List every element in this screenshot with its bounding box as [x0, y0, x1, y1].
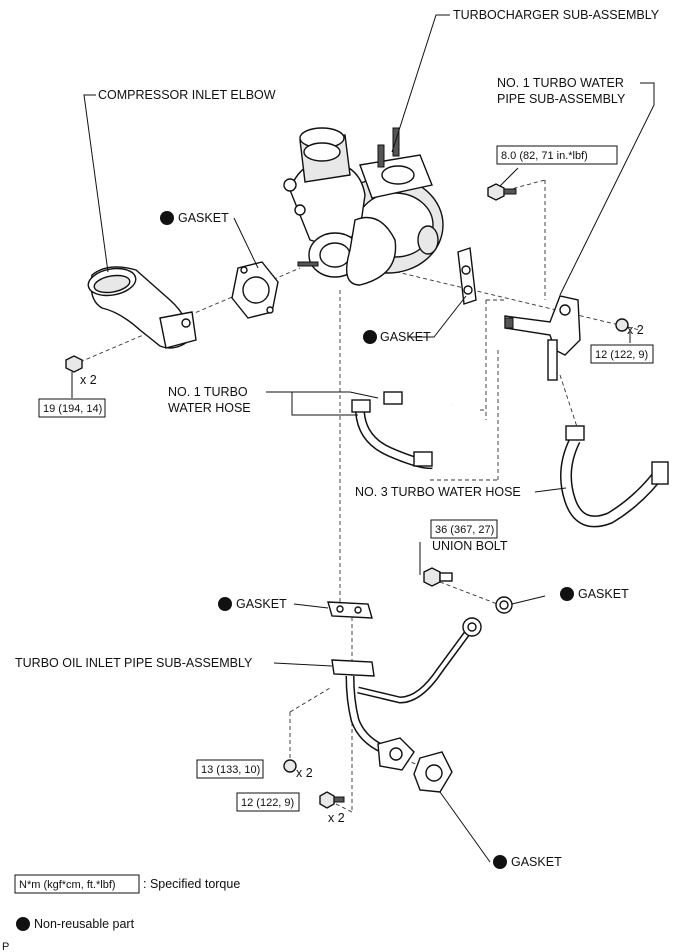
- nonreusable-dot: [493, 855, 507, 869]
- torque-water-pipe-bolt: 8.0 (82, 71 in.*lbf): [501, 150, 588, 162]
- qty-oil-pipe-bolt: x 2: [328, 811, 345, 825]
- torque-water-pipe-nut: 12 (122, 9): [595, 349, 648, 361]
- torque-boxes: 8.0 (82, 71 in.*lbf) 12 (122, 9) 19 (194…: [38, 145, 654, 812]
- water-pipe-gasket: [457, 247, 477, 305]
- label-union-bolt: UNION BOLT: [432, 539, 508, 553]
- label-oil-inlet-pipe: TURBO OIL INLET PIPE SUB-ASSEMBLY: [15, 656, 253, 670]
- water-pipe-nut: [615, 318, 629, 332]
- nonreusable-dot: [560, 587, 574, 601]
- oil-pipe-union-gasket: [495, 596, 513, 614]
- label-gasket-water: GASKET: [380, 330, 431, 344]
- label-water-hose1-line2: WATER HOSE: [168, 401, 251, 415]
- elbow-gasket: [231, 261, 279, 319]
- compressor-inlet-elbow: [87, 266, 197, 349]
- elbow-nut: [65, 355, 83, 373]
- label-gasket-bottom: GASKET: [511, 855, 562, 869]
- oil-pipe-nut: [283, 759, 297, 773]
- nonreusable-dot: [363, 330, 377, 344]
- qty-elbow-nut: x 2: [80, 373, 97, 387]
- no3-turbo-water-hose: [560, 425, 669, 528]
- nonreusable-dot: [218, 597, 232, 611]
- torque-oil-pipe-bolt: 12 (122, 9): [241, 797, 294, 809]
- leader-lines: [71, 14, 655, 863]
- legend-nonreusable: Non-reusable part: [34, 917, 135, 931]
- water-pipe-bolt: [487, 183, 517, 201]
- text-labels: TURBOCHARGER SUB-ASSEMBLY COMPRESSOR INL…: [15, 8, 660, 869]
- label-gasket-oil-inlet: GASKET: [236, 597, 287, 611]
- label-water-pipe-line2: PIPE SUB-ASSEMBLY: [497, 92, 626, 106]
- no1-turbo-water-hose: [351, 387, 454, 470]
- torque-oil-pipe-nut: 13 (133, 10): [201, 764, 260, 776]
- nonreusable-dot: [160, 211, 174, 225]
- label-gasket-union: GASKET: [578, 587, 629, 601]
- oil-inlet-gasket: [327, 601, 373, 619]
- label-gasket-elbow: GASKET: [178, 211, 229, 225]
- torque-union-bolt: 36 (367, 27): [435, 524, 494, 536]
- oil-pipe-bolt: [319, 791, 345, 809]
- label-compressor-elbow: COMPRESSOR INLET ELBOW: [98, 88, 276, 102]
- qty-oil-pipe-nut: x 2: [296, 766, 313, 780]
- label-turbocharger: TURBOCHARGER SUB-ASSEMBLY: [453, 8, 660, 22]
- turbocharger-assembly: [283, 127, 444, 286]
- label-water-hose3: NO. 3 TURBO WATER HOSE: [355, 485, 521, 499]
- turbo-oil-inlet-pipe: [331, 617, 482, 771]
- legend-torque-key: N*m (kgf*cm, ft.*lbf): [19, 879, 116, 891]
- bottom-gasket: [413, 751, 453, 793]
- torque-elbow-nut: 19 (194, 14): [43, 403, 102, 415]
- no1-turbo-water-pipe: [504, 295, 581, 381]
- qty-water-pipe-nut: x 2: [627, 323, 644, 337]
- legend: N*m (kgf*cm, ft.*lbf) : Specified torque…: [2, 874, 240, 952]
- union-bolt: [423, 567, 453, 587]
- label-water-pipe-line1: NO. 1 TURBO WATER: [497, 76, 624, 90]
- footer-code: P: [2, 941, 9, 952]
- label-water-hose1-line1: NO. 1 TURBO: [168, 385, 248, 399]
- legend-nonreusable-dot: [16, 917, 30, 931]
- legend-torque-desc: : Specified torque: [143, 877, 240, 891]
